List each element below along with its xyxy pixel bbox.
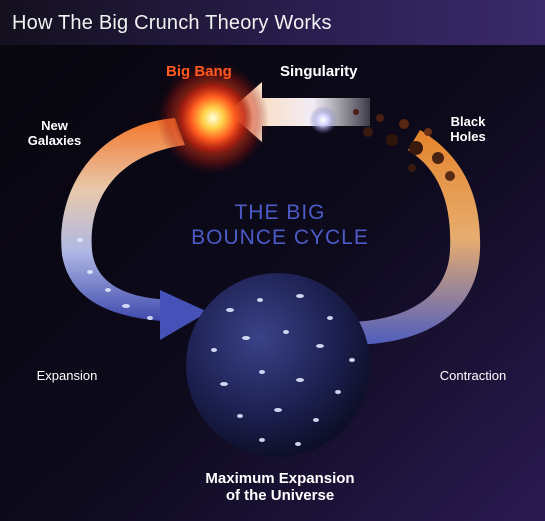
cycle-label-line2: BOUNCE CYCLE (191, 226, 369, 250)
title-band (0, 0, 545, 45)
black-holes-label: Black Holes (428, 114, 508, 145)
max-expansion-label: Maximum Expansion of the Universe (160, 470, 400, 505)
contraction-label: Contraction (439, 368, 507, 383)
new-galaxies-line2: Galaxies (27, 132, 82, 148)
max-expansion-line1: Maximum Expansion (205, 470, 355, 487)
big-bang-glow (173, 78, 253, 158)
top-arrow (228, 82, 370, 142)
black-holes-line2: Holes (450, 128, 486, 144)
black-holes-line1: Black (450, 114, 486, 129)
galaxy-dots (211, 294, 355, 446)
trail-galaxies (77, 238, 153, 320)
universe-sphere (186, 273, 370, 457)
expansion-label: Expansion (36, 368, 98, 383)
singularity-label: Singularity (280, 63, 358, 80)
big-bang-label: Big Bang (166, 63, 232, 80)
expansion-arrowhead (160, 290, 208, 340)
cycle-label: THE BIG BOUNCE CYCLE (160, 200, 400, 250)
max-expansion-line2: of the Universe (225, 487, 335, 505)
new-galaxies-label: New Galaxies (12, 118, 97, 149)
black-holes-cluster (353, 109, 455, 181)
right-arc-arrow (348, 130, 481, 345)
singularity-point (309, 106, 337, 134)
cycle-label-line1: THE BIG (234, 201, 326, 224)
new-galaxies-line1: New (41, 118, 68, 133)
page-title: How The Big Crunch Theory Works (12, 12, 332, 34)
